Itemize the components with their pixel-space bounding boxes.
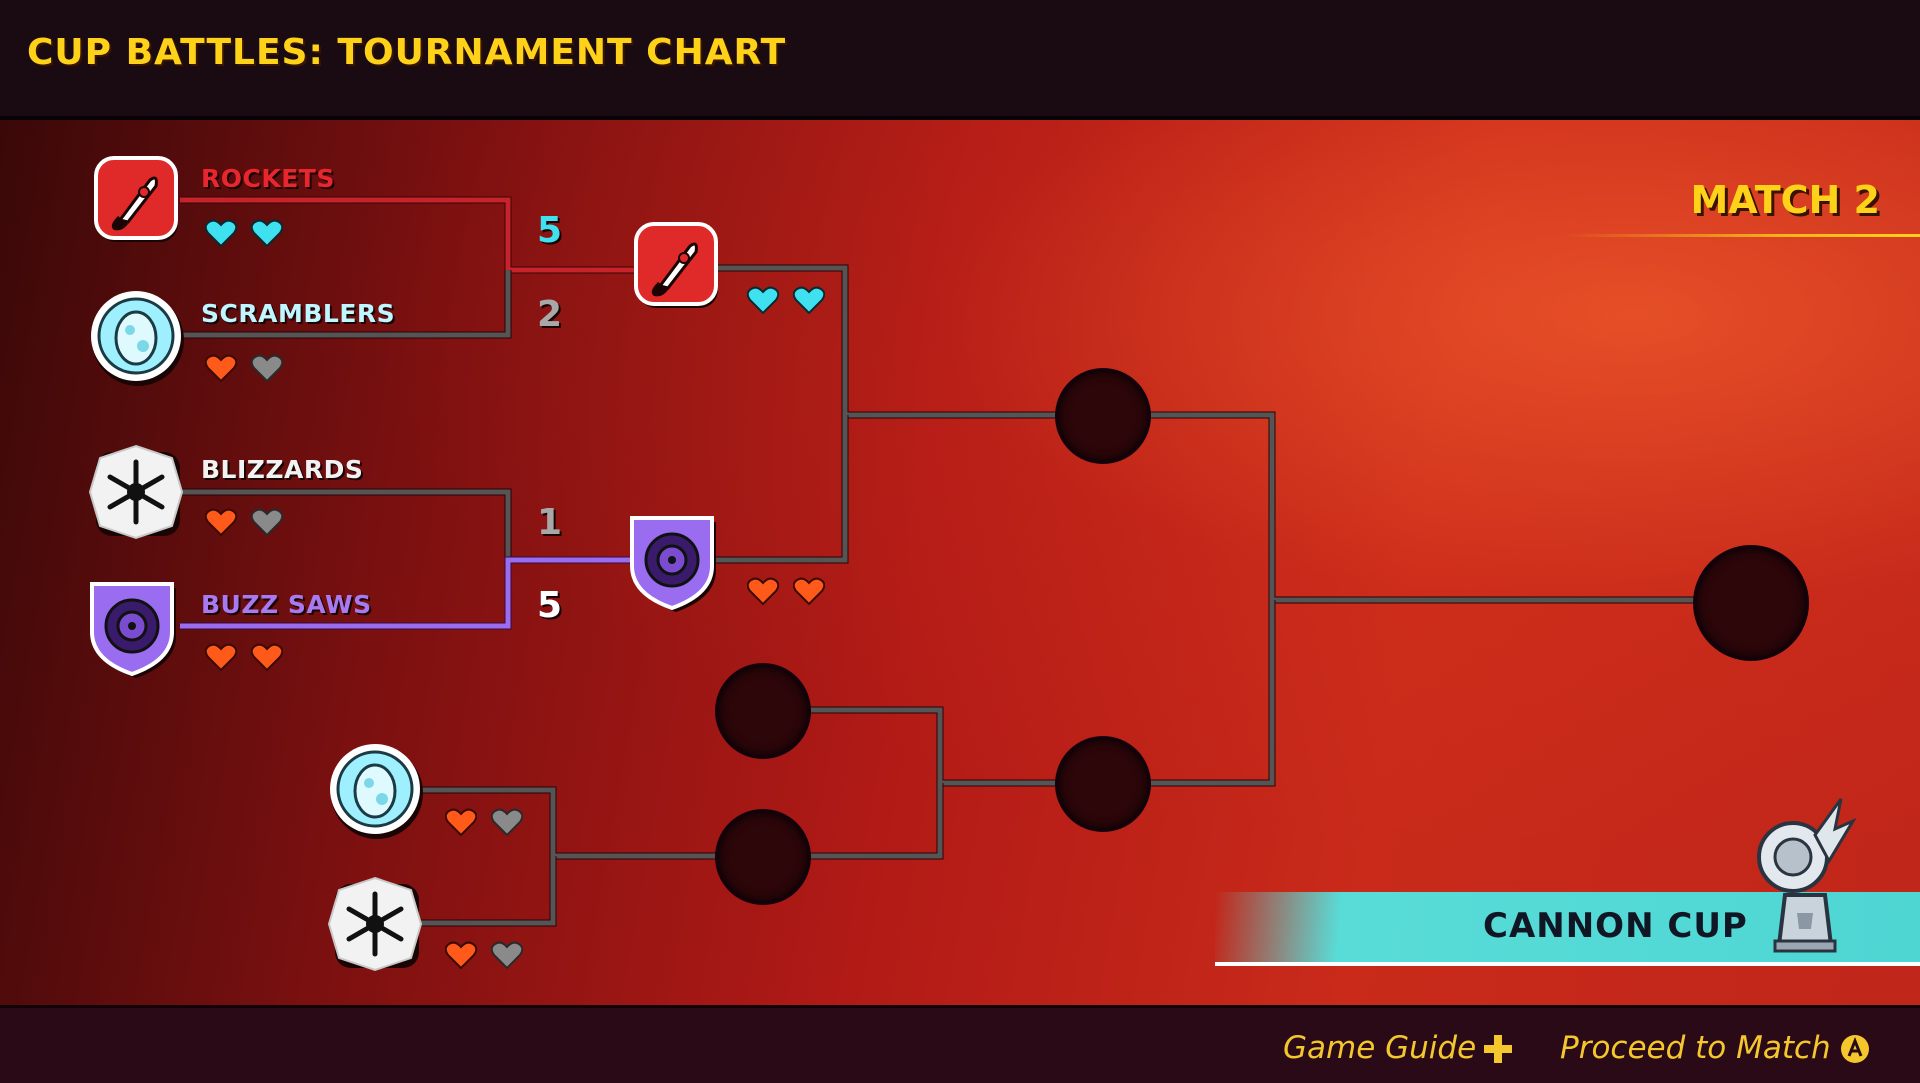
lower-line-d: [420, 856, 557, 927]
hearts-round2-top: [747, 286, 825, 314]
rocket-icon: [632, 222, 724, 318]
a-button-icon[interactable]: [1839, 1033, 1871, 1069]
egg-icon: [327, 741, 427, 845]
hearts-lower-bottom: [445, 941, 523, 969]
header-bar: CUP BATTLES: TOURNAMENT CHART: [0, 0, 1920, 120]
semifinal-slot-bottom: [1055, 736, 1151, 832]
saw-blade-icon: [628, 514, 724, 618]
snowflake-icon: [88, 444, 184, 544]
hearts-lower-top: [445, 808, 523, 836]
footer-bar: [0, 1005, 1920, 1083]
heart-icon: [205, 643, 237, 671]
snowflake-icon: [327, 876, 423, 976]
heart-icon: [251, 643, 283, 671]
heart-icon: [251, 219, 283, 247]
proceed-hint[interactable]: Proceed to Match: [1560, 1030, 1831, 1066]
score-blizzards: 1: [537, 502, 563, 543]
hearts-scramblers: [205, 354, 283, 382]
hearts-rockets: [205, 219, 283, 247]
trophy-icon: [1745, 795, 1865, 959]
heart-icon: [445, 808, 477, 836]
lower-line-a: [762, 706, 1105, 787]
heart-icon: [445, 941, 477, 969]
team-name-scramblers: SCRAMBLERS: [201, 299, 396, 328]
heart-icon: [205, 508, 237, 536]
heart-icon: [747, 286, 779, 314]
rocket-icon: [92, 156, 184, 252]
match-label: MATCH 2: [1690, 178, 1880, 222]
hearts-buzz-saws: [205, 643, 283, 671]
heart-icon: [205, 354, 237, 382]
hearts-round2-bottom: [747, 577, 825, 605]
heart-icon: [747, 577, 779, 605]
r2-bottom-line: [705, 415, 849, 564]
final-slot: [1693, 545, 1809, 661]
page-title: CUP BATTLES: TOURNAMENT CHART: [27, 32, 787, 73]
team-name-rockets: ROCKETS: [201, 164, 335, 193]
heart-icon: [251, 508, 283, 536]
score-rockets: 5: [537, 210, 563, 251]
semi-top-line: [1105, 411, 1745, 604]
team-name-buzz-saws: BUZZ SAWS: [201, 590, 372, 619]
team-name-blizzards: BLIZZARDS: [201, 455, 364, 484]
cup-name: CANNON CUP: [1483, 906, 1748, 946]
semifinal-slot-top: [1055, 368, 1151, 464]
score-scramblers: 2: [537, 294, 563, 335]
game-guide-hint[interactable]: Game Guide: [1283, 1030, 1477, 1066]
match-underline: [1565, 234, 1920, 237]
score-buzz-saws: 5: [537, 585, 563, 626]
heart-icon: [491, 941, 523, 969]
lower-slot-b: [715, 809, 811, 905]
lower-slot-a: [715, 663, 811, 759]
plus-icon[interactable]: [1482, 1033, 1514, 1069]
saw-blade-icon: [88, 580, 184, 684]
hearts-blizzards: [205, 508, 283, 536]
bracket-stage: [0, 120, 1920, 1005]
heart-icon: [793, 286, 825, 314]
egg-icon: [88, 288, 188, 392]
heart-icon: [491, 808, 523, 836]
heart-icon: [205, 219, 237, 247]
heart-icon: [251, 354, 283, 382]
heart-icon: [793, 577, 825, 605]
